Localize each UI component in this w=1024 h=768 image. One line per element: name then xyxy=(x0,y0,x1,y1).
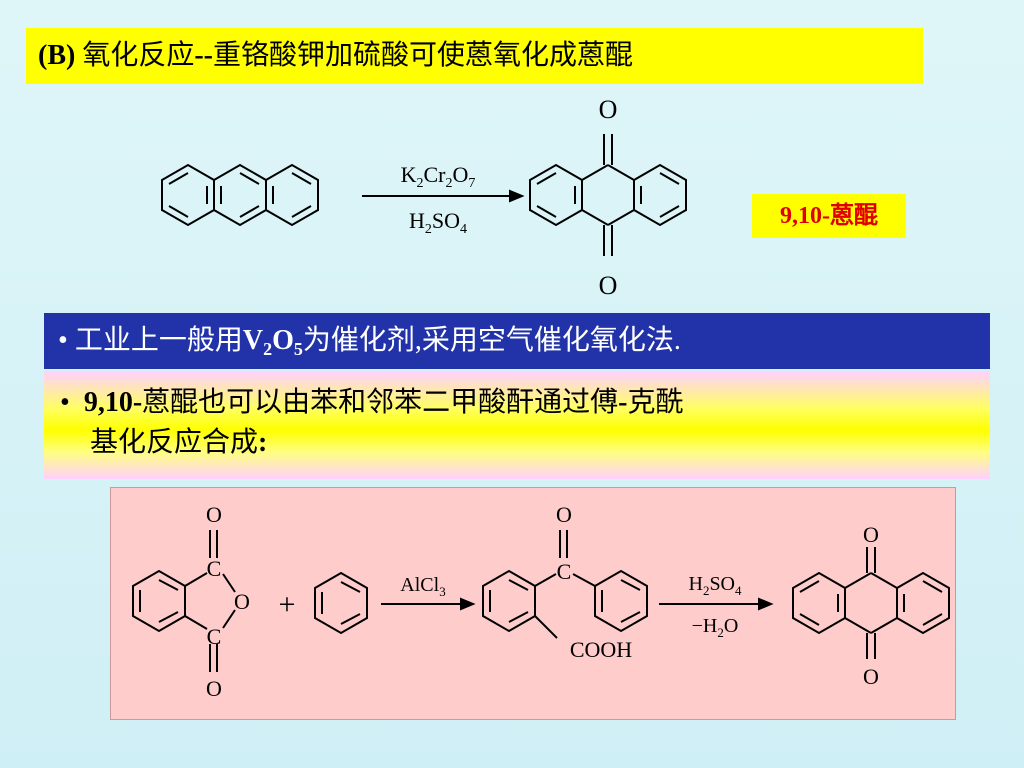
product-atom-top: O xyxy=(599,95,618,124)
reaction-scheme-1: O O K2Cr2O7 H2SO4 xyxy=(161,95,687,300)
plus-sign: + xyxy=(279,588,296,621)
product-label: 9,10-蒽醌 xyxy=(752,194,906,238)
anhydride-o-ring: O xyxy=(234,589,250,614)
reagent-top: K2Cr2O7 xyxy=(401,162,476,191)
anhydride-o-top: O xyxy=(206,502,222,527)
bullet-synthesis: • 9,10-蒽醌也可以由苯和邻苯二甲酸酐通过傅-克酰 基化反应合成: xyxy=(44,371,990,479)
reagent-minus-water: −H2O xyxy=(692,615,739,640)
reagent-bottom: H2SO4 xyxy=(409,208,467,237)
title-bar: (B) 氧化反应--重铬酸钾加硫酸可使蒽氧化成蒽醌 xyxy=(26,28,923,84)
reagent-h2so4: H2SO4 xyxy=(688,573,742,598)
title-text-2: 重铬酸钾加硫酸可使蒽氧化成蒽醌 xyxy=(213,40,634,71)
intermediate-c: C xyxy=(557,559,572,584)
product-anthraquinone-structure xyxy=(792,547,950,659)
benzoylbenzoic-acid-structure xyxy=(482,530,648,639)
benzene-structure xyxy=(314,571,368,635)
title-sep: -- xyxy=(194,40,213,71)
bullet-industrial: • 工业上一般用V2O5为催化剂,采用空气催化氧化法. xyxy=(44,313,990,369)
product-o-top: O xyxy=(863,522,879,547)
anthracene-structure xyxy=(161,163,319,227)
title-text-1: 氧化反应 xyxy=(75,40,195,71)
reaction-scheme-2: O C O C O + AlCl3 O C COOH H2SO4 −H2O O … xyxy=(132,502,950,701)
reagent-alcl3: AlCl3 xyxy=(400,574,445,599)
title-prefix: (B) xyxy=(38,40,76,71)
intermediate-o: O xyxy=(556,502,572,527)
anhydride-c-top: C xyxy=(207,556,222,581)
anhydride-o-bottom: O xyxy=(206,676,222,701)
anthraquinone-structure xyxy=(529,134,687,256)
phthalic-anhydride-structure xyxy=(132,530,236,672)
product-o-bottom: O xyxy=(863,664,879,689)
product-atom-bottom: O xyxy=(599,271,618,300)
synthesis-scheme-box: O C O C O + AlCl3 O C COOH H2SO4 −H2O O … xyxy=(110,487,956,720)
intermediate-cooh: COOH xyxy=(570,637,632,662)
anhydride-c-bottom: C xyxy=(207,624,222,649)
